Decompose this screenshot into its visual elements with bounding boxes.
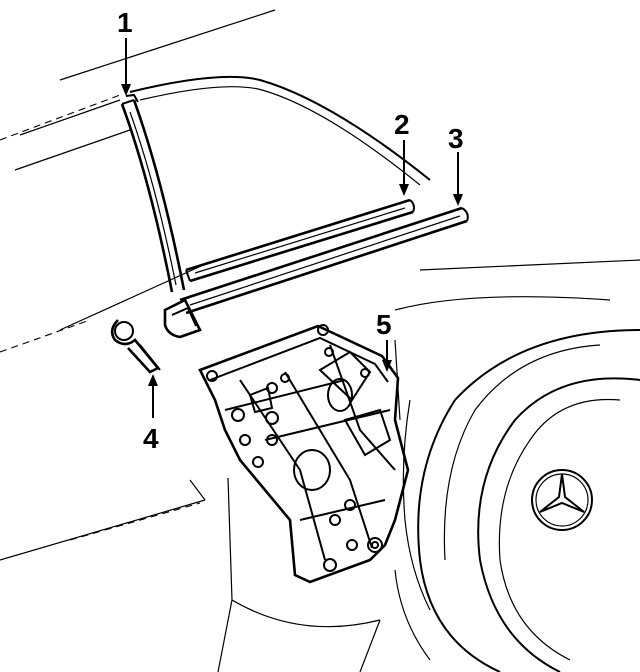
callout-labels: 1 2 3 4 5 [117, 7, 464, 454]
callout-5: 5 [376, 309, 392, 340]
leader-lines [121, 38, 463, 418]
callout-4: 4 [143, 423, 159, 454]
callout-2: 2 [394, 109, 410, 140]
callout-1: 1 [117, 7, 133, 38]
callout-3: 3 [448, 123, 464, 154]
part-2-inner-weatherstrip [185, 198, 415, 283]
hubcap-star-emblem [531, 469, 593, 531]
car-body-outline [0, 9, 640, 672]
part-3-outer-weatherstrip [163, 206, 469, 339]
wheel [394, 329, 640, 672]
part-5-regulator-panel [198, 324, 410, 584]
part-4-clip [110, 319, 161, 374]
part-1-front-channel [120, 93, 186, 293]
